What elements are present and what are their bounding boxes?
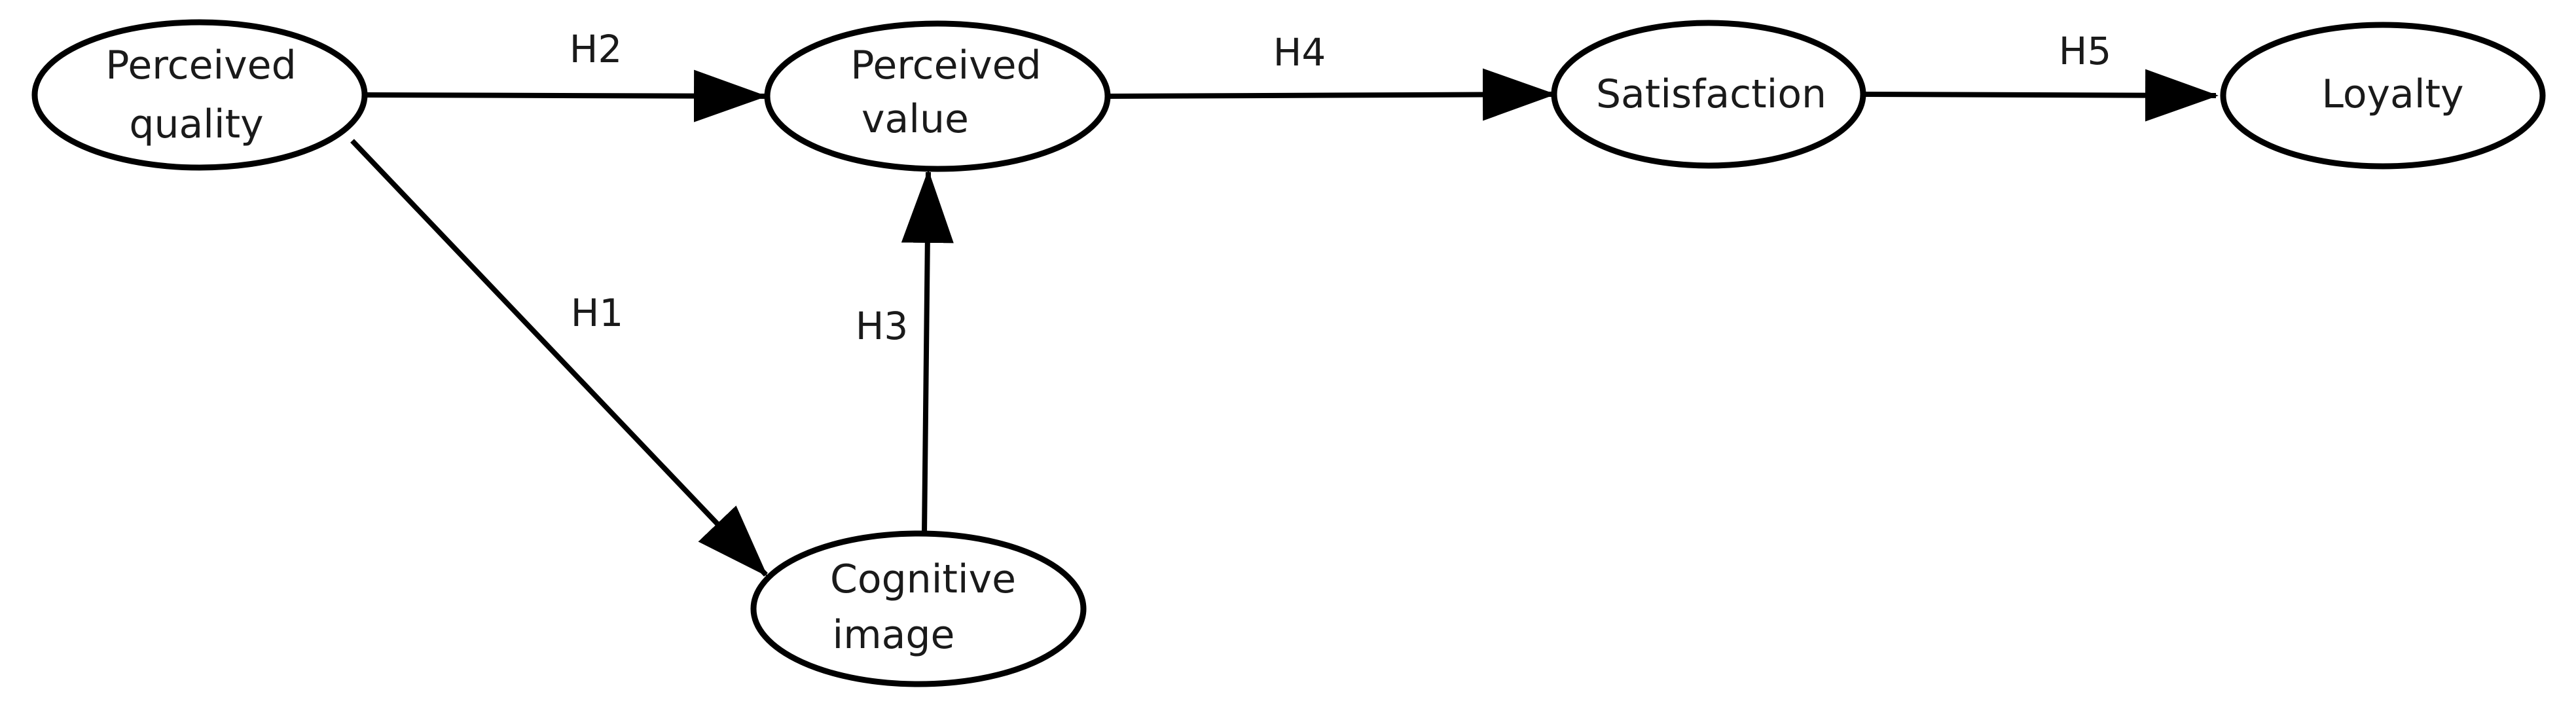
node-loyalty-shape [2220, 22, 2546, 170]
node-satisfaction-shape [1551, 20, 1866, 169]
node-perceived-value-label-line1: Perceived [850, 43, 1041, 88]
node-loyalty: Loyalty [2220, 22, 2546, 170]
edge-h1-label: H1 [571, 291, 624, 335]
node-perceived-value: Perceived value [764, 20, 1111, 172]
node-cognitive-image-shape [750, 530, 1087, 687]
edge-h4: H4 [1109, 30, 1556, 121]
edge-h3-label: H3 [856, 304, 909, 348]
edge-h2-label: H2 [570, 27, 623, 71]
node-perceived-quality-label-line1: Perceived [105, 43, 296, 88]
node-cognitive-image-label-line1: Cognitive [830, 556, 1016, 602]
node-perceived-quality: Perceived quality [31, 19, 368, 171]
node-satisfaction-label: Satisfaction [1596, 71, 1826, 117]
edge-h5-label: H5 [2059, 29, 2112, 73]
node-perceived-quality-shape [31, 19, 368, 171]
edge-h5-line [1864, 69, 2219, 122]
edge-h3: H3 [856, 170, 954, 534]
edge-h1: H1 [350, 139, 768, 577]
node-perceived-quality-label-line2: quality [129, 101, 263, 147]
edge-h4-line [1109, 68, 1556, 121]
node-cognitive-image-label-line2: image [833, 612, 955, 658]
edge-h2-line [366, 69, 767, 122]
node-perceived-value-label-line2: value [862, 96, 969, 142]
edge-h3-line [901, 170, 954, 534]
edge-h5: H5 [1864, 29, 2219, 122]
node-satisfaction: Satisfaction [1551, 20, 1866, 169]
edge-h2: H2 [366, 27, 767, 122]
edge-h1-line [350, 139, 768, 577]
node-loyalty-label: Loyalty [2321, 71, 2463, 117]
edge-h4-label: H4 [1273, 30, 1326, 75]
node-cognitive-image: Cognitive image [750, 530, 1087, 687]
node-perceived-value-shape [764, 20, 1111, 172]
